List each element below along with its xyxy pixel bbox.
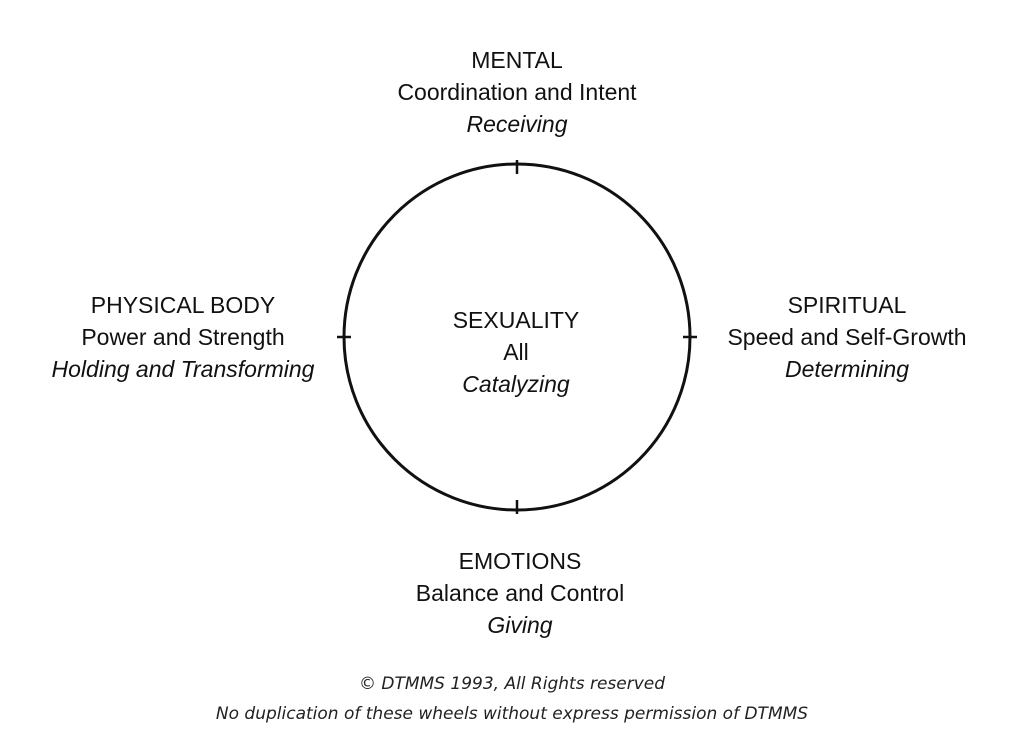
node-physical-body-action: Holding and Transforming (51, 356, 315, 382)
node-emotions-action: Giving (487, 612, 553, 638)
node-mental: MENTAL Coordination and Intent Receiving (367, 44, 667, 140)
node-spiritual-action: Determining (785, 356, 909, 382)
node-sexuality-center: SEXUALITY All Catalyzing (386, 304, 646, 400)
node-physical-body: PHYSICAL BODY Power and Strength Holding… (18, 289, 348, 385)
node-spiritual: SPIRITUAL Speed and Self-Growth Determin… (697, 289, 997, 385)
node-sexuality-action: Catalyzing (462, 371, 570, 397)
node-spiritual-title: SPIRITUAL (787, 292, 907, 318)
node-mental-quality: Coordination and Intent (397, 79, 637, 105)
node-physical-body-quality: Power and Strength (81, 324, 285, 350)
node-sexuality-quality: All (503, 339, 529, 365)
node-emotions-quality: Balance and Control (415, 580, 625, 606)
permission-notice: No duplication of these wheels without e… (215, 704, 809, 724)
node-emotions-title: EMOTIONS (458, 548, 582, 574)
copyright-notice: © DTMMS 1993, All Rights reserved (358, 674, 666, 694)
node-sexuality-title: SEXUALITY (452, 307, 580, 333)
node-spiritual-quality: Speed and Self-Growth (727, 324, 967, 350)
node-physical-body-title: PHYSICAL BODY (90, 292, 276, 318)
node-mental-title: MENTAL (471, 47, 563, 73)
node-mental-action: Receiving (466, 111, 568, 137)
node-emotions: EMOTIONS Balance and Control Giving (370, 545, 670, 641)
